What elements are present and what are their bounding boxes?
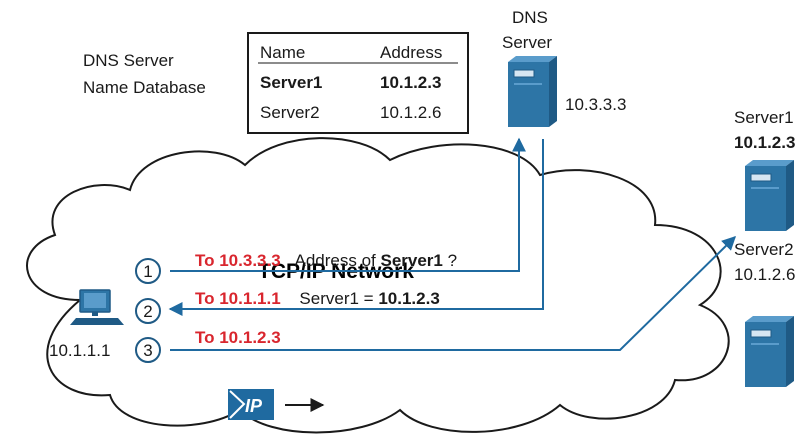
step-2-msg-bold: 10.1.2.3 bbox=[378, 289, 439, 308]
client-pc-icon bbox=[70, 289, 124, 325]
step-2-message-line: To 10.1.1.1 Server1 = 10.1.2.3 bbox=[195, 289, 440, 308]
step-3-dest: To 10.1.2.3 bbox=[195, 328, 281, 347]
step-2-msg-plain: Server1 = bbox=[299, 289, 378, 308]
table-row-1-address: 10.1.2.3 bbox=[380, 73, 441, 92]
step-3-number: 3 bbox=[143, 341, 152, 360]
db-caption-line1: DNS Server bbox=[83, 51, 174, 70]
server1-icon bbox=[745, 160, 794, 231]
step-1-number: 1 bbox=[143, 262, 152, 281]
step-2-number: 2 bbox=[143, 302, 152, 321]
table-row-2-address: 10.1.2.6 bbox=[380, 103, 441, 122]
dns-server-ip: 10.3.3.3 bbox=[565, 95, 626, 114]
dns-server-label-line1: DNS bbox=[512, 8, 548, 27]
step-1-dest: To 10.3.3.3 bbox=[195, 251, 281, 270]
step-1-marker: 1 bbox=[135, 258, 161, 284]
dns-server-icon bbox=[508, 56, 557, 127]
step2-reply-arrow bbox=[168, 139, 544, 316]
dns-name-table bbox=[247, 32, 469, 134]
server1-name: Server1 bbox=[734, 108, 794, 127]
step1-query-arrow bbox=[170, 137, 526, 272]
step-2-marker: 2 bbox=[135, 298, 161, 324]
ip-packet-icon: IP bbox=[228, 389, 274, 420]
server1-ip: 10.1.2.3 bbox=[734, 133, 795, 152]
table-row-2-name: Server2 bbox=[260, 103, 320, 122]
step-1-msg-bold: Server1 bbox=[380, 251, 442, 270]
table-header-name: Name bbox=[260, 43, 305, 62]
client-ip: 10.1.1.1 bbox=[49, 341, 110, 360]
table-header-address: Address bbox=[380, 43, 442, 62]
step-2-dest: To 10.1.1.1 bbox=[195, 289, 281, 308]
table-row-1-name: Server1 bbox=[260, 73, 322, 92]
step-3-marker: 3 bbox=[135, 337, 161, 363]
ip-packet-label: IP bbox=[245, 396, 263, 416]
dns-server-label-line2: Server bbox=[502, 33, 552, 52]
step3-packet-arrow bbox=[170, 236, 736, 351]
db-caption-line2: Name Database bbox=[83, 78, 206, 97]
server2-icon bbox=[745, 316, 794, 387]
step-1-msg-plain: Address of bbox=[294, 251, 380, 270]
step-1-msg-tail: ? bbox=[448, 251, 457, 270]
step-1-message-line: To 10.3.3.3 Address of Server1 ? bbox=[195, 251, 457, 270]
server2-name: Server2 bbox=[734, 240, 794, 259]
server2-ip: 10.1.2.6 bbox=[734, 265, 795, 284]
network-cloud bbox=[26, 137, 730, 434]
